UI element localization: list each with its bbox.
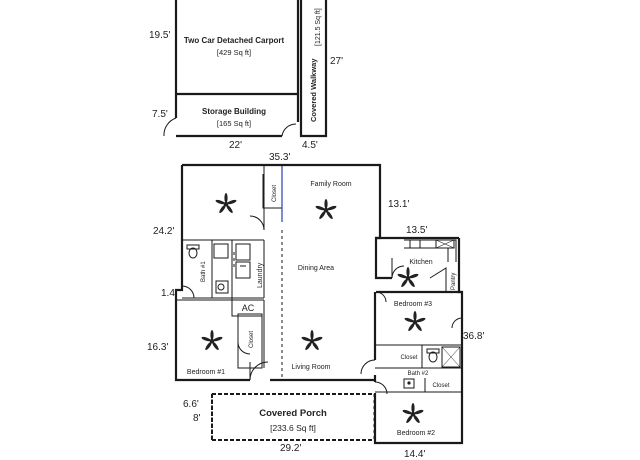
washer-icon [235, 243, 251, 261]
shower-icon [441, 346, 461, 368]
bedroom3-label: Bedroom #3 [394, 301, 432, 308]
room-labels: Family Room Dining Area Living Room Kitc… [187, 181, 457, 437]
carport-area: [429 Sq ft] [217, 48, 251, 57]
ac-label: AC [242, 303, 255, 313]
storage-title: Storage Building [202, 107, 266, 116]
ceiling-fan-icon [402, 403, 424, 424]
door-swing-icon [391, 265, 405, 279]
sink-icon [409, 239, 421, 249]
door-swing-icon [375, 291, 387, 303]
storage-building: Storage Building [165 Sq ft] [163, 92, 300, 138]
door-swing-icon [249, 361, 269, 381]
walkway-title: Covered Walkway [309, 58, 318, 122]
toilet-icon [186, 244, 200, 259]
door-swing-icon [360, 359, 376, 375]
dim-house-top-width: 35.3' [269, 152, 290, 163]
dim-porch-depth-a: 6.6' [183, 399, 199, 410]
stove-icon [435, 239, 455, 249]
dim-family-room-depth: 13.1' [388, 199, 409, 210]
dimension-labels: 19.5' 7.5' 22' 4.5' 27' 35.3' 13.1' 13.5… [147, 30, 484, 460]
ceiling-fan-icon [301, 330, 323, 351]
dryer-icon [235, 261, 251, 279]
door-swing-icon [249, 215, 265, 231]
ceiling-fan-icon [404, 311, 426, 332]
carport-title: Two Car Detached Carport [184, 36, 285, 45]
dim-walkway-length: 27' [330, 56, 343, 67]
dim-porch-width: 29.2' [280, 443, 301, 454]
ceiling-fan-icon [315, 199, 337, 220]
sink-icon [213, 243, 229, 259]
dim-walkway-width: 4.5' [302, 140, 318, 151]
pantry-label: Pantry [451, 273, 457, 290]
family-room-label: Family Room [310, 181, 351, 188]
dining-area-label: Dining Area [298, 265, 334, 272]
toilet-icon [426, 348, 440, 363]
house-walls [174, 163, 464, 445]
covered-walkway: Covered Walkway [121.5 Sq ft] [299, 0, 328, 138]
door-swing-icon [451, 317, 463, 329]
laundry-label: Laundry [257, 262, 264, 288]
dim-bedroom2-width: 14.4' [404, 449, 425, 460]
door-swing-icon [374, 381, 388, 395]
dim-west-wing-height: 24.2' [153, 226, 174, 237]
bath2-label: Bath #2 [408, 371, 429, 377]
sink-icon [403, 378, 415, 389]
dim-east-wing-height: 36.8' [463, 331, 484, 342]
carport: Two Car Detached Carport [429 Sq ft] [174, 0, 300, 94]
hall-closet-label: Closet [432, 383, 449, 389]
dim-storage-height: 7.5' [152, 109, 168, 120]
family-closet-label: Closet [272, 185, 278, 202]
walkway-area: [121.5 Sq ft] [315, 8, 322, 46]
fixtures [186, 239, 461, 389]
porch-title: Covered Porch [259, 408, 327, 419]
door-swing-icon [281, 123, 297, 137]
doors [181, 215, 463, 395]
door-swing-icon [237, 341, 251, 355]
dim-west-jog: 1.4' [161, 288, 177, 299]
ceiling-fan-icon [397, 267, 419, 288]
ceiling-fan-icon [215, 193, 237, 214]
door-swing-icon [181, 285, 195, 299]
sink-icon [217, 283, 225, 291]
porch-area: [233.6 Sq ft] [270, 423, 316, 433]
bedroom1-closet-label: Closet [249, 331, 255, 348]
dim-porch-depth-b: 8' [193, 413, 201, 424]
door-swing-icon [163, 117, 177, 137]
dim-kitchen-width: 13.5' [406, 225, 427, 236]
dim-carport-height: 19.5' [149, 30, 170, 41]
ceiling-fan-icon [201, 330, 223, 351]
kitchen-label: Kitchen [409, 259, 432, 266]
dim-bedroom1-height: 16.3' [147, 342, 168, 353]
bath1-label: Bath #1 [201, 261, 207, 282]
ceiling-fans [201, 193, 426, 424]
bath2-closet-label: Closet [400, 355, 417, 361]
dim-outbuilding-width: 22' [229, 140, 242, 151]
bedroom2-label: Bedroom #2 [397, 430, 435, 437]
living-room-label: Living Room [292, 364, 331, 371]
bedroom1-label: Bedroom #1 [187, 369, 225, 376]
storage-area: [165 Sq ft] [217, 119, 251, 128]
covered-porch: Covered Porch [233.6 Sq ft] [211, 393, 375, 441]
